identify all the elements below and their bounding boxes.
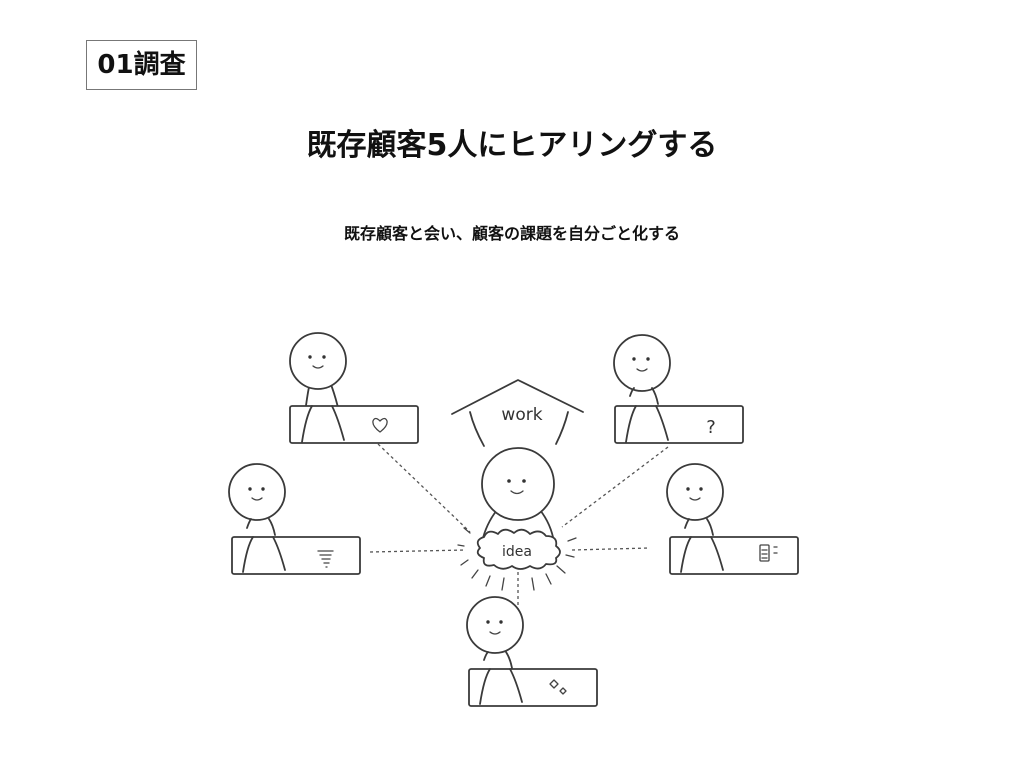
question-mark-icon: ? — [706, 417, 716, 438]
customer-desk — [231, 536, 361, 575]
customer-desk — [669, 536, 799, 575]
idea-cloud — [476, 528, 561, 570]
customer-head — [613, 334, 671, 392]
sparkle-icon — [549, 679, 567, 695]
central-person-smile — [510, 490, 524, 495]
central-person-head — [481, 447, 555, 521]
connection-lines — [369, 443, 669, 610]
customer-bottom — [466, 596, 598, 707]
page-title: 既存顧客5人にヒアリングする — [306, 128, 718, 163]
customer-head — [289, 332, 347, 390]
connection-line-top-left — [377, 443, 471, 533]
connection-line-top-right — [561, 446, 669, 528]
central-person-eye-right — [522, 479, 526, 483]
heart-icon — [372, 417, 388, 433]
customer-head — [466, 596, 524, 654]
idea-rays — [457, 527, 577, 591]
tornado-icon — [317, 550, 334, 568]
customer-head — [228, 463, 286, 521]
work-roof-right-wall — [555, 411, 569, 445]
customer-mid-right — [666, 463, 799, 575]
central-person-eye-left — [507, 479, 511, 483]
customer-desk — [614, 405, 744, 444]
work-label: work — [501, 405, 542, 425]
work-roof — [451, 379, 584, 415]
customer-head — [666, 463, 724, 521]
memo-icon — [759, 544, 778, 562]
idea-label: idea — [502, 544, 532, 560]
work-roof-left-wall — [469, 411, 485, 447]
customer-top-left — [289, 332, 419, 444]
connection-line-mid-left — [369, 549, 467, 553]
customer-mid-left — [228, 463, 361, 575]
section-tag: 01調査 — [86, 40, 197, 90]
central-person: work idea — [451, 379, 584, 591]
customer-desk — [468, 668, 598, 707]
connection-line-mid-right — [571, 547, 651, 551]
customer-top-right: ? — [613, 334, 744, 444]
customer-desk — [289, 405, 419, 444]
page-subtitle: 既存顧客と会い、顧客の課題を自分ごと化する — [343, 224, 680, 243]
